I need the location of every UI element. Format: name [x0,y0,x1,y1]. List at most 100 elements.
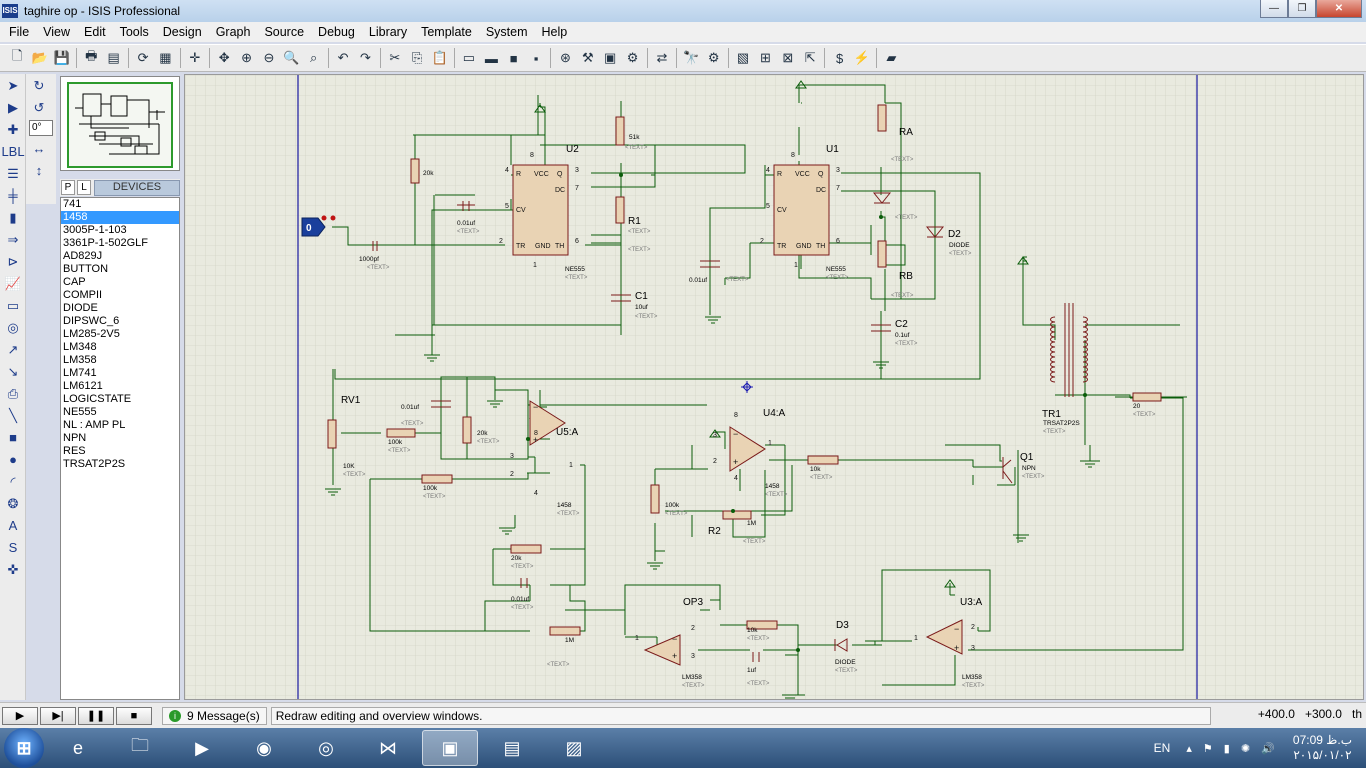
chrome-icon[interactable]: ◎ [318,737,334,758]
menu-debug[interactable]: Debug [318,25,355,39]
list-item[interactable]: LM6121 [63,380,103,392]
list-item-selected[interactable]: 1458 [61,211,179,224]
pause-button[interactable]: ❚❚ [78,706,114,725]
file-explorer-icon[interactable]: 🗀 [131,735,149,755]
box-icon[interactable]: ■ [9,430,17,445]
terminals-icon[interactable]: ⇒ [7,231,19,247]
circle-icon[interactable]: ● [9,452,17,467]
undo-icon[interactable]: ↶ [337,50,349,65]
mirror-vertical-icon[interactable]: ↕ [35,163,43,178]
pan-icon[interactable]: ✥ [218,50,230,65]
package-tool-icon[interactable]: ▣ [604,50,617,65]
search-tag-icon[interactable]: 🔭 [683,50,700,65]
refresh-icon[interactable]: ⟳ [137,50,149,65]
redo-icon[interactable]: ↷ [359,50,371,65]
internet-explorer-icon[interactable]: e [72,737,83,758]
wire-label-icon[interactable]: LBL [1,144,25,159]
new-file-icon[interactable]: 🗋 [11,48,23,63]
symbol-icon[interactable]: S [8,540,18,555]
menu-view[interactable]: View [43,25,71,39]
print-area-icon[interactable]: ▤ [107,50,120,65]
list-item[interactable]: LM285-2V5 [63,328,120,340]
text-script-icon[interactable]: ☰ [7,165,19,181]
messages-indicator[interactable]: i 9 Message(s) [162,706,267,725]
text-icon[interactable]: A [8,518,18,533]
visual-studio-icon[interactable]: ⋈ [379,737,397,758]
block-rotate-icon[interactable]: ■ [509,50,518,66]
block-copy-icon[interactable]: ▭ [462,50,476,65]
mirror-horizontal-icon[interactable]: ↔ [32,141,46,156]
menu-tools[interactable]: Tools [119,25,149,39]
cut-icon[interactable]: ✂ [389,50,401,65]
block-delete-icon[interactable]: ▪ [533,50,539,66]
menu-help[interactable]: Help [541,25,568,39]
isis-taskbar-icon[interactable]: ▣ [422,730,478,766]
list-item[interactable]: RES [63,445,86,457]
list-item[interactable]: BUTTON [63,263,109,275]
device-pins-icon[interactable]: ⊳ [7,253,19,269]
menu-file[interactable]: File [9,25,30,39]
pick-devices-button[interactable]: P [61,180,75,195]
list-item[interactable]: 741 [63,198,82,210]
list-item[interactable]: DIPSWC_6 [63,315,120,327]
list-item[interactable]: NE555 [63,406,97,418]
maximize-button[interactable]: ❐ [1288,0,1316,18]
print-icon[interactable]: 🖶 [85,48,98,63]
menu-edit[interactable]: Edit [84,25,106,39]
list-item[interactable]: AD829J [63,250,103,262]
new-sheet-icon[interactable]: ▧ [736,50,750,65]
media-player-icon[interactable]: ▶ [195,737,209,758]
grid-icon[interactable]: ▦ [159,50,172,65]
electrical-rule-check-icon[interactable]: ⚡ [853,50,871,65]
paste-icon[interactable]: 📋 [431,50,448,65]
presentation-app-icon[interactable]: ▤ [503,737,521,758]
image-viewer-icon[interactable]: ▨ [565,737,583,758]
library-manager-button[interactable]: L [77,180,91,195]
rotate-clockwise-icon[interactable]: ↻ [33,77,45,93]
language-indicator[interactable]: EN [1153,741,1171,755]
list-item[interactable]: COMPII [63,289,103,301]
remove-sheet-icon[interactable]: ⊠ [782,50,794,65]
device-list[interactable]: 741 1458 3005P-1-103 3361P-1-502GLF AD82… [60,197,180,700]
add-sheet-icon[interactable]: ⊞ [759,50,771,65]
overview-window[interactable] [60,76,180,171]
list-item[interactable]: DIODE [63,302,98,314]
graph-icon[interactable]: 📈 [4,275,22,291]
menu-template[interactable]: Template [421,25,472,39]
wire-autorouter-icon[interactable]: ⇄ [656,50,668,65]
logicstate-source[interactable]: 0 [301,215,336,237]
bus-icon[interactable]: ╪ [8,188,18,203]
start-button[interactable]: ⊞ [4,728,44,768]
minimize-button[interactable]: — [1260,0,1288,18]
list-item[interactable]: NL : AMP PL [63,419,126,431]
overview-viewport[interactable] [67,82,173,168]
block-move-icon[interactable]: ▬ [484,50,498,66]
virtual-instruments-icon[interactable]: ⎙ [7,385,19,401]
bill-of-materials-icon[interactable]: $ [835,50,844,66]
list-item[interactable]: LM348 [63,341,97,353]
pick-device-icon[interactable]: ⊛ [559,50,571,65]
menu-library[interactable]: Library [368,25,408,39]
property-tool-icon[interactable]: ⚙ [707,50,720,65]
list-item[interactable]: 3361P-1-502GLF [63,237,148,249]
subcircuit-icon[interactable]: ▮ [9,209,17,225]
menu-graph[interactable]: Graph [215,25,251,39]
list-item[interactable]: LOGICSTATE [63,393,132,405]
arc-icon[interactable]: ◜ [10,473,16,489]
open-file-icon[interactable]: 📂 [31,50,48,65]
play-button[interactable]: ▶ [2,706,38,725]
tape-recorder-icon[interactable]: ▭ [6,297,20,313]
stop-button[interactable]: ■ [116,706,152,725]
zoom-in-icon[interactable]: ⊕ [241,50,253,65]
firefox-icon[interactable]: ◉ [256,737,272,758]
exit-to-parent-icon[interactable]: ⇱ [804,50,816,65]
list-item[interactable]: NPN [63,432,87,444]
voltage-probe-icon[interactable]: ↗ [7,341,19,357]
tray-icons[interactable]: ▴ ⚑ ▮ ✺ 🔊 [1186,742,1279,755]
schematic-canvas[interactable]: 0 R VCC Q DC CV TR GND TH 4 8 3 7 5 2 1 … [184,74,1364,700]
zoom-out-icon[interactable]: ⊖ [263,50,275,65]
junction-dot-icon[interactable]: ✚ [7,121,19,137]
zoom-area-icon[interactable]: ⌕ [310,50,318,65]
menu-system[interactable]: System [485,25,528,39]
decompose-icon[interactable]: ⚙ [626,50,639,65]
